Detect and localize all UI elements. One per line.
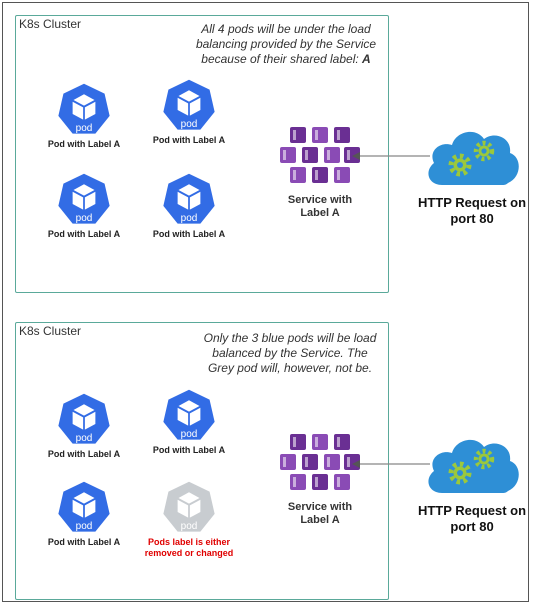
pod-label: Pod with Label A [47,537,121,547]
note-line: balanced by the Service. The [212,346,368,360]
pod-label: Pod with Label A [152,229,226,239]
note-line: Only the 3 blue pods will be load [203,331,377,345]
note-line: All 4 pods will be under the load [201,22,371,36]
svg-text:pod: pod [181,213,198,224]
svg-text:pod: pod [76,433,93,444]
note-line: Grey pod will, however, not be. [207,361,373,375]
cloud-gear-icon [422,432,522,498]
pod-label: Pod with Label A [47,139,121,149]
pod-icon: pod [161,172,217,224]
service-icon [280,432,360,492]
note-label: A [362,52,371,66]
svg-text:pod: pod [181,521,198,532]
pod-icon: pod [161,480,217,532]
note-line: because of their shared label: A [201,52,371,66]
connector-arrow-top [352,152,430,160]
pod-icon: pod [56,392,112,444]
pod-top-3: pod Pod with Label A [34,172,134,239]
pod-icon: pod [56,172,112,224]
pod-top-1: pod Pod with Label A [34,82,134,149]
svg-text:pod: pod [76,213,93,224]
pod-bottom-1: pod Pod with Label A [34,392,134,459]
pod-label: Pod with Label A [152,445,226,455]
svg-text:pod: pod [76,521,93,532]
svg-text:pod: pod [181,429,198,440]
svg-text:pod: pod [181,119,198,130]
cloud-gear-icon [422,124,522,190]
pod-label: Pod with Label A [47,229,121,239]
svg-text:pod: pod [76,123,93,134]
pod-icon: pod [161,388,217,440]
pod-bottom-3: pod Pod with Label A [34,480,134,547]
pod-bottom-2: pod Pod with Label A [139,388,239,455]
diagram-frame [2,2,529,602]
pod-icon: pod [161,78,217,130]
note-bottom: Only the 3 blue pods will be load balanc… [190,331,390,376]
note-top: All 4 pods will be under the load balanc… [186,22,386,67]
connector-arrow-bottom [352,460,430,468]
pod-icon: pod [56,82,112,134]
pod-label: Pod with Label A [152,135,226,145]
note-line: balancing provided by the Service [195,37,377,51]
pod-label: Pod with Label A [47,449,121,459]
pod-icon: pod [56,480,112,532]
cluster-title: K8s Cluster [19,17,82,31]
cluster-title: K8s Cluster [19,324,82,338]
service-icon [280,125,360,185]
pod-top-2: pod Pod with Label A [139,78,239,145]
pod-top-4: pod Pod with Label A [139,172,239,239]
